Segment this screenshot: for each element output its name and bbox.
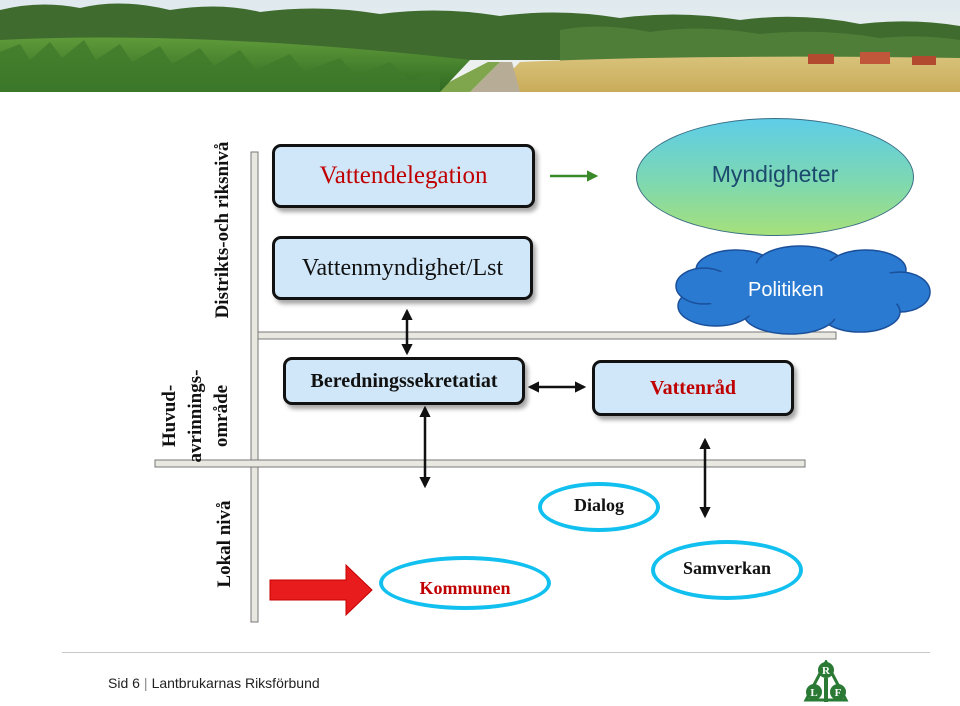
myndigheter-ellipse: Myndigheter — [636, 118, 914, 236]
level-label-huvud: Huvud- avrinnings- område — [159, 369, 232, 463]
vattenmyndighet-box: Vattenmyndighet/Lst — [272, 236, 533, 300]
footer-org: Lantbrukarnas Riksförbund — [151, 675, 320, 691]
kommunen-oval: Kommunen — [379, 556, 551, 610]
footer-separator: | — [143, 675, 148, 691]
logo-letter-r: R — [822, 665, 831, 677]
dialog-label: Dialog — [573, 494, 624, 515]
footer-divider — [62, 652, 930, 653]
footer-page: Sid 6 — [108, 675, 140, 691]
banner-farmland-photo — [0, 0, 960, 92]
level-label-lokal: Lokal nivå — [214, 500, 235, 588]
lrf-logo-icon: R L F — [803, 660, 849, 702]
myndigheter-label: Myndigheter — [711, 160, 839, 187]
logo-letter-l: L — [810, 687, 817, 699]
samverkan-oval: Samverkan — [651, 540, 803, 600]
red-block-arrow — [269, 563, 373, 617]
level-label-riks: Distrikts-och riksnivå — [212, 141, 233, 319]
vattendelegation-box: Vattendelegation — [272, 144, 535, 208]
divider-bottom — [154, 459, 806, 468]
vattenrad-box: Vattenråd — [592, 360, 794, 416]
dialog-oval: Dialog — [538, 482, 660, 532]
kommunen-label: Kommunen — [419, 577, 511, 598]
footer: Sid 6|Lantbrukarnas Riksförbund — [108, 675, 320, 691]
logo-letter-f: F — [835, 687, 842, 699]
samverkan-label: Samverkan — [682, 557, 771, 578]
politiken-label: Politiken — [748, 279, 824, 301]
beredningssekretariat-box: Beredningssekretatiat — [283, 357, 525, 405]
divider-top — [257, 331, 837, 340]
vertical-divider — [250, 151, 259, 623]
